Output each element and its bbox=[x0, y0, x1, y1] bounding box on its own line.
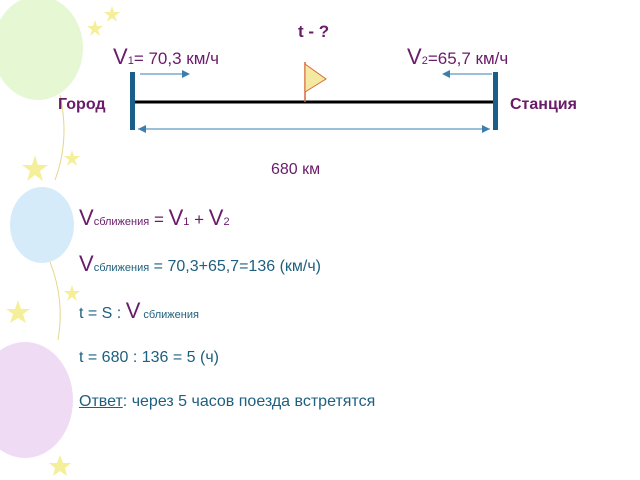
formula-v: V bbox=[79, 205, 94, 230]
balloon-purple-decoration bbox=[0, 342, 73, 458]
v2-label: V2=65,7 км/ч bbox=[407, 44, 508, 70]
calc-result: = 70,3+65,7=136 (км/ч) bbox=[149, 258, 321, 275]
city-label: Город bbox=[58, 96, 106, 113]
meeting-flag-icon bbox=[304, 63, 327, 93]
v1-value: = 70,3 км/ч bbox=[133, 49, 219, 68]
formula-time-calc: t = 680 : 136 = 5 (ч) bbox=[79, 349, 219, 366]
star-decoration bbox=[104, 6, 120, 22]
star-decoration bbox=[49, 455, 71, 476]
formula-approach-speed: Vсближения = V1 + V2 bbox=[79, 205, 230, 231]
answer-line: Ответ: через 5 часов поезда встретятся bbox=[79, 393, 375, 411]
v2-subscript: 2 bbox=[421, 55, 428, 67]
distance-label: 680 км bbox=[271, 161, 321, 178]
formula-approach-calc: Vсближения = 70,3+65,7=136 (км/ч) bbox=[79, 251, 321, 277]
formula-sub-approach: сближения bbox=[93, 216, 150, 228]
balloon-string-decoration bbox=[49, 261, 61, 341]
calc-v: V bbox=[79, 251, 94, 276]
time-formula-sub: сближения bbox=[140, 309, 199, 321]
v1-letter: V bbox=[113, 44, 128, 69]
formula-v2: V bbox=[208, 205, 224, 230]
distance-arrow-right bbox=[482, 125, 490, 133]
formula-time: t = S : V сближения bbox=[79, 298, 199, 324]
calc-sub-approach: сближения bbox=[93, 262, 150, 274]
star-decoration bbox=[64, 285, 80, 301]
time-formula-lead: t = S : bbox=[79, 305, 126, 322]
v1-label: V1= 70,3 км/ч bbox=[113, 44, 219, 70]
v2-letter: V bbox=[407, 44, 422, 69]
v1-subscript: 1 bbox=[127, 55, 134, 67]
star-decoration bbox=[22, 155, 48, 181]
formula-v1: V bbox=[168, 205, 184, 230]
unknown-time-label: t - ? bbox=[298, 22, 330, 41]
star-decoration bbox=[64, 150, 80, 166]
balloon-blue-decoration bbox=[10, 187, 74, 263]
formula-sub-2: 2 bbox=[223, 216, 230, 228]
formula-equals: = bbox=[149, 210, 169, 229]
star-decoration bbox=[87, 20, 103, 36]
time-formula-v: V bbox=[125, 298, 141, 323]
distance-arrow-left bbox=[138, 125, 146, 133]
balloon-string-decoration bbox=[54, 94, 65, 181]
v2-value: =65,7 км/ч bbox=[427, 49, 509, 68]
answer-text: : через 5 часов поезда встретятся bbox=[122, 393, 376, 410]
star-decoration bbox=[6, 300, 30, 323]
formula-plus: + bbox=[189, 210, 209, 229]
v1-arrow-head bbox=[182, 70, 190, 78]
balloon-green-decoration bbox=[0, 0, 83, 100]
station-label: Станция bbox=[510, 96, 577, 113]
formula-sub-1: 1 bbox=[183, 216, 190, 228]
answer-label: Ответ bbox=[79, 393, 123, 410]
v2-arrow-head bbox=[442, 70, 450, 78]
city-post bbox=[130, 72, 135, 130]
station-post bbox=[493, 72, 498, 130]
